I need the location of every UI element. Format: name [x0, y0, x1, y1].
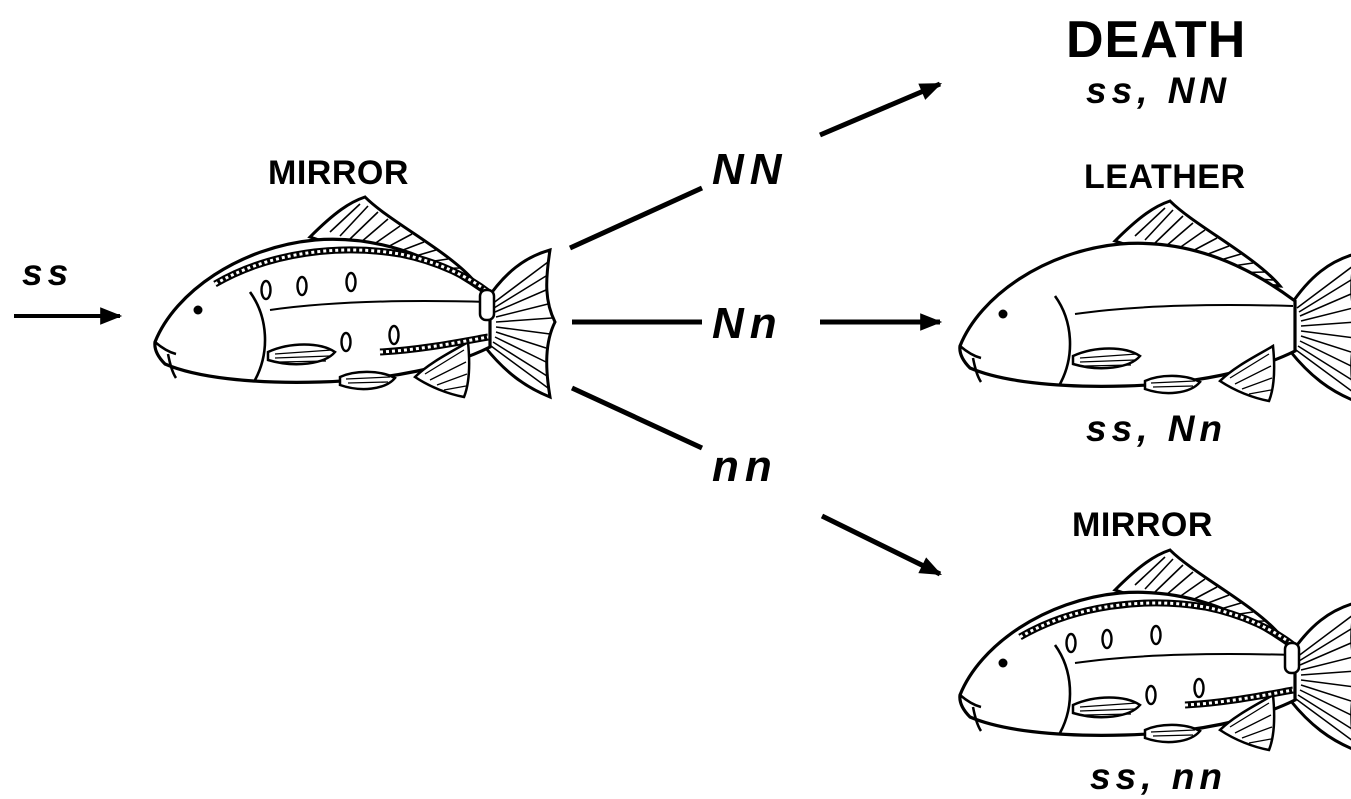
branch-line-nn-top-left — [570, 188, 702, 248]
branch-line-nn-bottom-left — [572, 388, 702, 448]
branch-label-bottom: nn — [712, 445, 778, 489]
branch-label-top: NN — [712, 148, 788, 192]
input-genotype-label: ss — [22, 254, 73, 291]
offspring-mirror-title: MIRROR — [1072, 508, 1213, 542]
parent-mirror-fish — [155, 197, 555, 397]
death-genotype: ss, NN — [1086, 72, 1231, 109]
branch-arrow-to-death — [820, 84, 940, 135]
leather-genotype: ss, Nn — [1086, 410, 1227, 447]
parent-title: MIRROR — [268, 156, 409, 190]
offspring-mirror-fish — [960, 550, 1351, 750]
branch-arrow-to-mirror — [822, 516, 940, 574]
offspring-mirror-genotype: ss, nn — [1090, 758, 1227, 795]
leather-fish — [960, 201, 1351, 401]
branch-label-middle: Nn — [712, 302, 783, 346]
leather-title: LEATHER — [1084, 160, 1246, 194]
death-title: DEATH — [1066, 14, 1246, 66]
